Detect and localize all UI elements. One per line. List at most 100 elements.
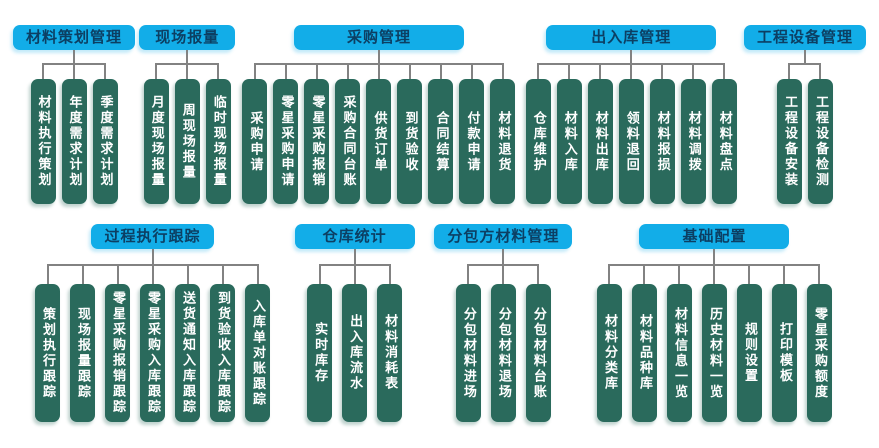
group-subcontractor: 分包方材料管理 分包材料进场分包材料退场分包材料台账	[434, 224, 573, 422]
module-pillar: 材料入库	[556, 79, 582, 204]
module-pillar-label: 材料消耗表	[382, 314, 398, 392]
module-pillar-label: 实时库存	[312, 322, 328, 384]
connector-stem-icon	[186, 50, 189, 63]
module-pillar-label: 分包材料台账	[530, 306, 546, 400]
module-pillar: 现场报量跟踪	[70, 284, 95, 422]
module-node: 工程设备检测	[804, 63, 836, 204]
group-procurement: 采购管理 采购申请零星采购申请零星采购报销采购合同台账供货订单到货验收合同结算付…	[239, 25, 518, 204]
group-children: 材料分类库材料品种库材料信息一览历史材料一览规则设置打印模板零星采购额度	[592, 264, 837, 422]
module-pillar-label: 付款申请	[464, 110, 480, 173]
module-pillar: 出入库流水	[342, 284, 368, 422]
module-node: 付款申请	[456, 63, 488, 204]
module-pillar: 供货订单	[366, 79, 392, 204]
module-node: 分包材料退场	[485, 264, 521, 422]
module-node: 采购申请	[239, 63, 271, 204]
module-node: 到货验收	[394, 63, 426, 204]
module-node: 材料消耗表	[372, 264, 407, 422]
module-pillar: 材料品种库	[631, 284, 657, 422]
group-header-warehouse-in-out: 出入库管理	[546, 25, 717, 50]
module-node: 材料执行策划	[28, 63, 59, 204]
module-pillar: 月度现场报量	[143, 79, 169, 204]
module-pillar-label: 材料入库	[561, 110, 577, 173]
module-pillar: 到货验收入库跟踪	[210, 284, 235, 422]
module-pillar: 采购合同台账	[335, 79, 361, 204]
module-pillar-label: 月度现场报量	[148, 95, 164, 188]
module-pillar-label: 材料品种库	[636, 314, 652, 392]
module-pillar-label: 材料信息一览	[671, 306, 687, 400]
module-node: 分包材料进场	[451, 264, 486, 422]
group-header-site-reporting: 现场报量	[139, 25, 236, 50]
module-node: 策划执行跟踪	[30, 264, 65, 422]
module-node: 季度需求计划	[89, 63, 121, 204]
module-pillar: 规则设置	[736, 284, 762, 422]
module-pillar: 领料退回	[618, 79, 644, 204]
group-children: 实时库存 出入库流水 材料消耗表	[302, 264, 407, 422]
module-node: 送货通知入库跟踪	[170, 264, 205, 422]
module-node: 领料退回	[615, 63, 647, 204]
module-pillar-label: 季度需求计划	[97, 95, 113, 188]
connector-stem-icon	[713, 249, 716, 264]
module-pillar: 材料退货	[490, 79, 516, 204]
module-pillar-label: 合同结算	[433, 110, 449, 173]
module-pillar: 零星采购额度	[806, 284, 832, 422]
module-node: 零星采购入库跟踪	[135, 264, 170, 422]
module-pillar: 零星采购报销	[304, 79, 330, 204]
group-process-tracking: 过程执行跟踪 策划执行跟踪现场报量跟踪零星采购报销跟踪零星采购入库跟踪送货通知入…	[30, 224, 275, 422]
diagram-top-row: 材料策划管理 材料执行策划年度需求计划季度需求计划 现场报量 月度现场报量周现场…	[0, 0, 879, 204]
module-pillar: 付款申请	[459, 79, 485, 204]
module-pillar: 季度需求计划	[92, 79, 118, 204]
group-children: 分包材料进场分包材料退场分包材料台账	[451, 264, 556, 422]
module-pillar-label: 零星采购报销	[309, 95, 325, 188]
group-header-warehouse-stats: 仓库统计	[294, 224, 415, 249]
diagram-bottom-row: 过程执行跟踪 策划执行跟踪现场报量跟踪零星采购报销跟踪零星采购入库跟踪送货通知入…	[0, 204, 879, 422]
module-pillar: 实时库存	[307, 284, 333, 422]
module-node: 材料品种库	[626, 264, 662, 422]
group-children: 材料执行策划年度需求计划季度需求计划	[28, 63, 121, 204]
connector-stem-icon	[377, 50, 380, 63]
module-pillar-label: 出入库流水	[347, 314, 363, 392]
module-pillar-label: 零星采购额度	[811, 306, 827, 400]
group-warehouse-in-out: 出入库管理 仓库维护材料入库材料出库领料退回材料报损材料调拨材料盘点	[523, 25, 740, 204]
module-pillar: 临时现场报量	[205, 79, 231, 204]
module-pillar: 材料出库	[587, 79, 613, 204]
module-pillar: 采购申请	[242, 79, 268, 204]
module-node: 材料信息一览	[661, 264, 697, 422]
module-pillar-label: 材料分类库	[601, 314, 617, 392]
module-pillar-label: 采购合同台账	[340, 95, 356, 188]
module-node: 年度需求计划	[58, 63, 90, 204]
module-node: 规则设置	[731, 264, 767, 422]
module-node: 材料盘点	[708, 63, 740, 204]
module-pillar: 材料报损	[649, 79, 675, 204]
group-children: 采购申请零星采购申请零星采购报销采购合同台账供货订单到货验收合同结算付款申请材料…	[239, 63, 518, 204]
module-pillar-label: 年度需求计划	[66, 95, 82, 188]
connector-stem-icon	[630, 50, 633, 63]
connector-stem-icon	[151, 249, 154, 264]
module-node: 月度现场报量	[141, 63, 172, 204]
group-header-process-tracking: 过程执行跟踪	[91, 224, 214, 249]
module-pillar-label: 送货通知入库跟踪	[180, 291, 195, 415]
module-node: 材料分类库	[592, 264, 627, 422]
module-pillar: 材料执行策划	[30, 79, 56, 204]
module-pillar: 工程设备检测	[807, 79, 833, 204]
module-pillar-label: 零星采购报销跟踪	[110, 291, 125, 415]
group-header-subcontractor: 分包方材料管理	[434, 224, 573, 249]
module-pillar: 仓库维护	[525, 79, 551, 204]
module-pillar: 到货验收	[397, 79, 423, 204]
module-pillar-label: 临时现场报量	[210, 95, 226, 188]
module-pillar-label: 材料调拨	[685, 110, 701, 173]
module-pillar: 零星采购报销跟踪	[105, 284, 130, 422]
group-children: 工程设备安装工程设备检测	[774, 63, 836, 204]
module-node: 现场报量跟踪	[65, 264, 100, 422]
module-pillar-label: 材料出库	[592, 110, 608, 173]
module-node: 零星采购申请	[270, 63, 302, 204]
module-node: 入库单对账跟踪	[240, 264, 275, 422]
group-children: 月度现场报量周现场报量临时现场报量	[141, 63, 234, 204]
connector-stem-icon	[502, 249, 505, 264]
module-pillar-label: 材料盘点	[716, 110, 732, 173]
module-node: 材料调拨	[677, 63, 709, 204]
module-node: 合同结算	[425, 63, 457, 204]
module-pillar: 合同结算	[428, 79, 454, 204]
module-node: 到货验收入库跟踪	[205, 264, 240, 422]
module-node: 实时库存	[302, 264, 338, 422]
